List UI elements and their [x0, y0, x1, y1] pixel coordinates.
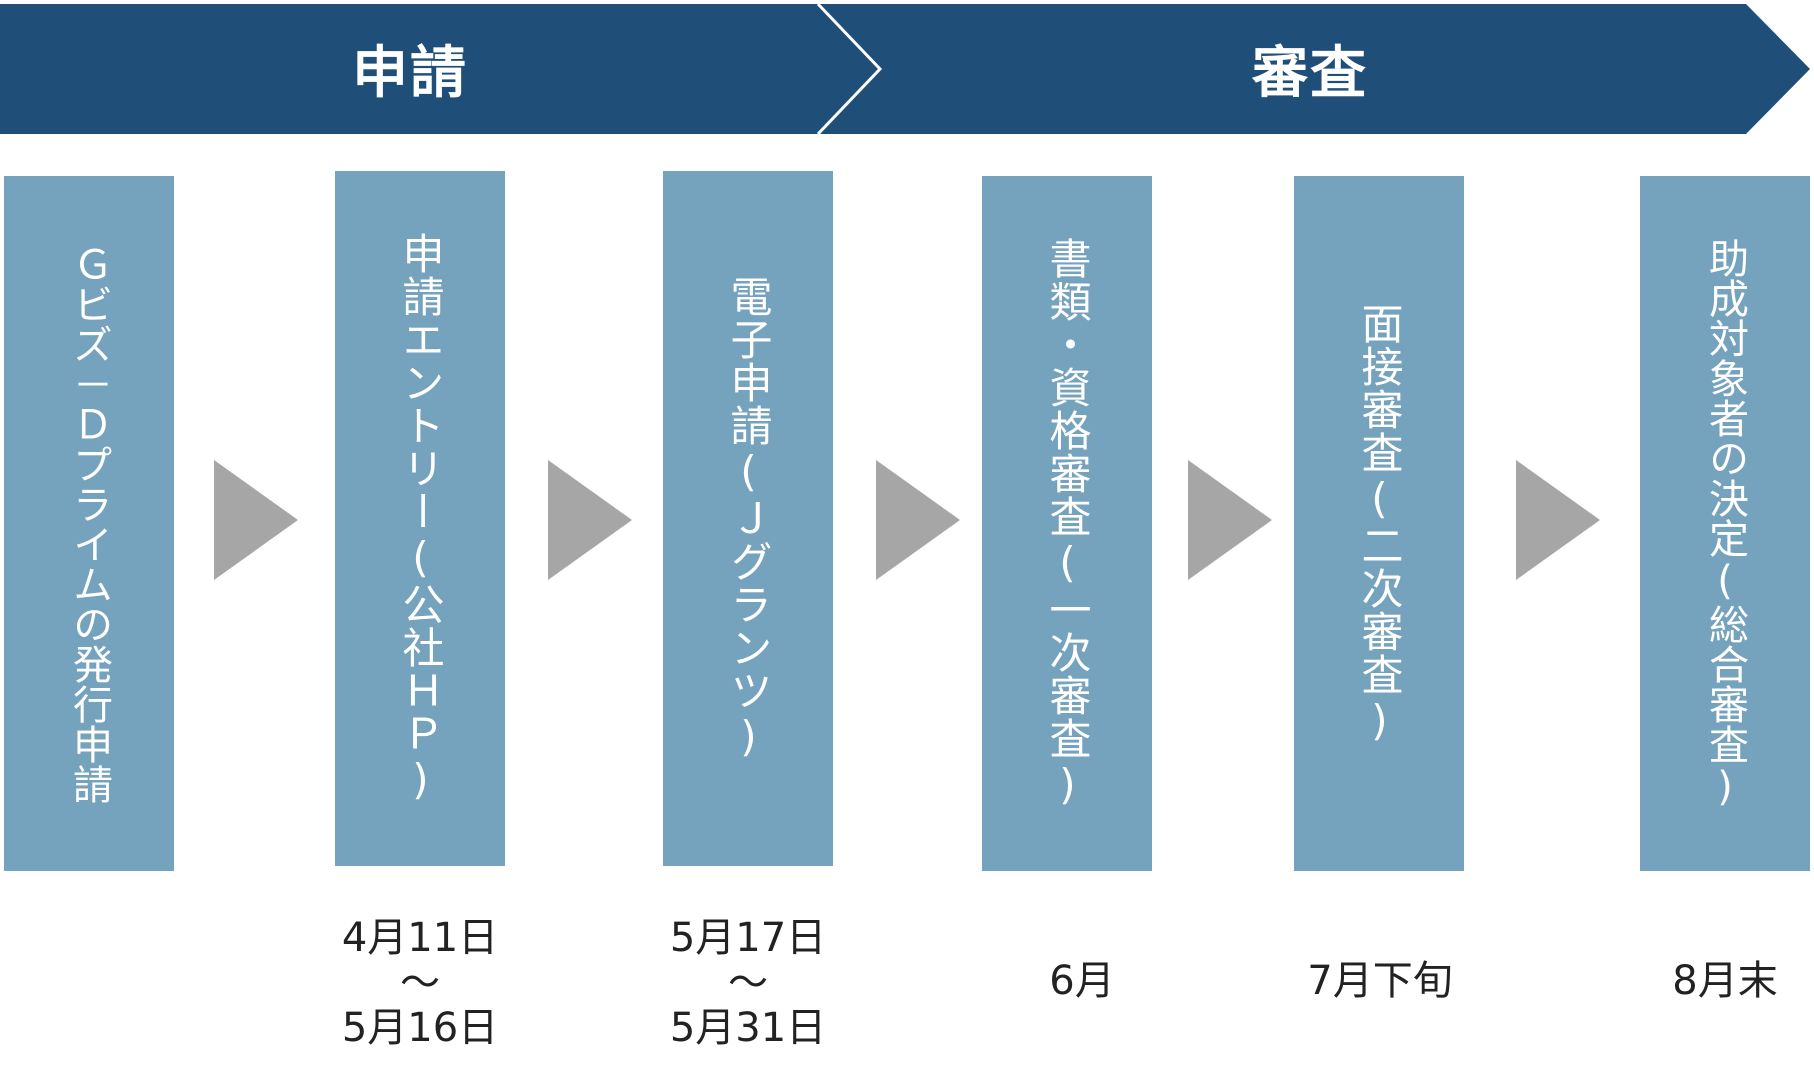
step-label: 面接審査(二次審査) [1355, 301, 1404, 746]
triangle-right-icon [1188, 460, 1272, 580]
step-document-review: 書類・資格審査(一次審査) [982, 176, 1152, 871]
step-entry: 申請エントリー(公社ＨＰ) [335, 171, 505, 866]
step-label: 電子申請(Ｊグランツ) [724, 275, 773, 762]
phase-label-review: 審査 [1252, 41, 1368, 106]
date-range-entry: 4月11日 ～ 5月16日 [300, 915, 540, 1051]
date-final-decision: 8月末 [1672, 958, 1778, 1004]
triangle-right-icon [876, 460, 960, 580]
date-separator: ～ [728, 960, 768, 1006]
step-interview-review: 面接審査(二次審査) [1294, 176, 1464, 871]
date-document-review: 6月 [1049, 958, 1115, 1004]
phase-label-apply: 申請 [352, 41, 468, 106]
phase-banner [0, 2, 1810, 136]
date-end: 5月16日 [341, 1005, 499, 1051]
date-start: 4月11日 [341, 915, 499, 961]
triangle-right-icon [548, 460, 632, 580]
step-label: 申請エントリー(公社ＨＰ) [396, 232, 445, 805]
step-electronic-application: 電子申請(Ｊグランツ) [663, 171, 833, 866]
triangle-right-icon [214, 460, 298, 580]
step-label: Ｇビズ－Ｄプライムの発行申請 [66, 243, 112, 804]
date-separator: ～ [400, 960, 440, 1006]
step-gbiz-id: Ｇビズ－Ｄプライムの発行申請 [4, 176, 174, 871]
step-label: 助成対象者の決定(総合審査) [1702, 237, 1748, 810]
step-final-decision: 助成対象者の決定(総合審査) [1640, 176, 1810, 871]
triangle-right-icon [1516, 460, 1600, 580]
date-interview-review: 7月下旬 [1307, 958, 1453, 1004]
date-start: 5月17日 [669, 915, 827, 961]
date-end: 5月31日 [669, 1005, 827, 1051]
step-label: 書類・資格審査(一次審査) [1043, 237, 1092, 810]
phase-divider [816, 2, 883, 136]
date-range-electronic: 5月17日 ～ 5月31日 [628, 915, 868, 1051]
phase-arrow-review [818, 4, 1810, 134]
phase-arrow-apply [0, 4, 880, 134]
